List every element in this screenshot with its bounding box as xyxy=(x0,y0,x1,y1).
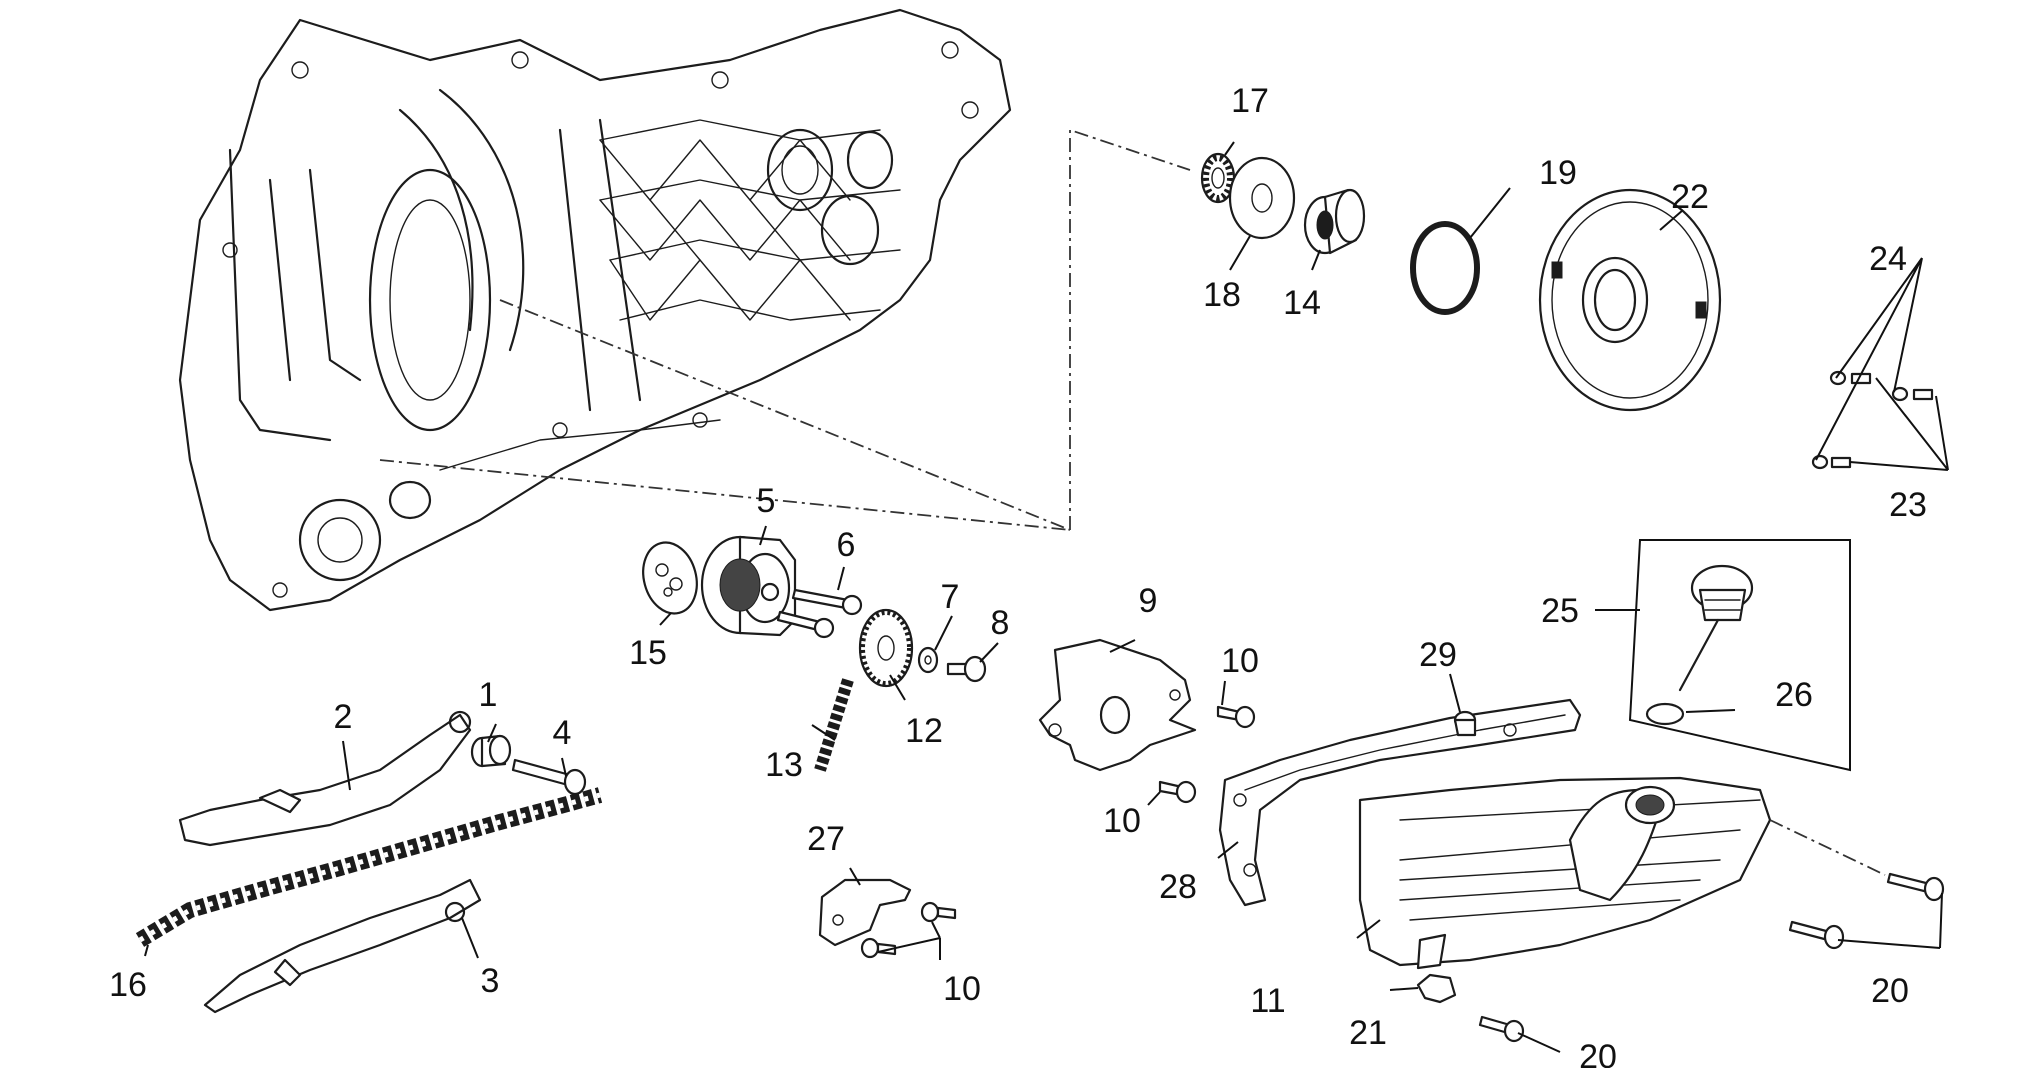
callout-1: 1 xyxy=(479,676,498,714)
bushing-1 xyxy=(470,734,512,768)
dowel-29 xyxy=(1453,710,1477,737)
callout-29: 29 xyxy=(1419,636,1457,674)
callout-12: 12 xyxy=(905,712,943,750)
callout-22: 22 xyxy=(1671,178,1709,216)
washer-7 xyxy=(917,646,939,674)
callout-9: 9 xyxy=(1139,582,1158,620)
bolts-20 xyxy=(1478,819,1945,1043)
oil-pump-5 xyxy=(700,535,797,637)
callout-8: 8 xyxy=(991,604,1010,642)
sprocket-12 xyxy=(858,608,914,688)
o-ring-19 xyxy=(1410,221,1480,315)
callout-15: 15 xyxy=(629,634,667,672)
oil-sump-11 xyxy=(1358,776,1772,970)
callout-10-cover-lower: 10 xyxy=(1103,802,1141,840)
bracket-21 xyxy=(1416,973,1457,1004)
callout-5: 5 xyxy=(757,482,776,520)
chain-13 xyxy=(814,678,854,772)
callout-3: 3 xyxy=(481,962,500,1000)
callout-26: 26 xyxy=(1775,676,1813,714)
callout-20-bottom: 20 xyxy=(1579,1038,1617,1068)
sprocket-17 xyxy=(1200,152,1236,204)
gasket-15 xyxy=(642,541,698,615)
callout-6: 6 xyxy=(837,526,856,564)
bolt-4 xyxy=(511,758,587,796)
cover-plate-22 xyxy=(1538,188,1722,412)
callout-4: 4 xyxy=(553,714,572,752)
chain-guide-2 xyxy=(178,710,472,847)
timing-chain-16 xyxy=(135,787,603,947)
dipstick-box-25 xyxy=(1628,539,1851,772)
callout-14: 14 xyxy=(1283,284,1321,322)
callout-2: 2 xyxy=(334,698,353,736)
cover-9 xyxy=(1038,638,1197,772)
callout-18: 18 xyxy=(1203,276,1241,314)
crankcase-half xyxy=(178,8,1012,612)
screws-6 xyxy=(776,588,863,639)
bolts-10-bracket xyxy=(860,901,957,959)
bracket-27 xyxy=(818,878,912,947)
chain-guide-3 xyxy=(203,878,482,1014)
callout-20-right: 20 xyxy=(1871,972,1909,1010)
callout-7: 7 xyxy=(941,578,960,616)
callout-10-bracket: 10 xyxy=(943,970,981,1008)
callout-10-cover-upper: 10 xyxy=(1221,642,1259,680)
callout-28: 28 xyxy=(1159,868,1197,906)
callout-27: 27 xyxy=(807,820,845,858)
gasket-28 xyxy=(1218,698,1582,907)
callout-19: 19 xyxy=(1539,154,1577,192)
leader-lines xyxy=(144,141,1949,1053)
washer-18 xyxy=(1228,156,1296,240)
callout-16: 16 xyxy=(109,966,147,1004)
bolt-8 xyxy=(946,655,987,683)
callout-11: 11 xyxy=(1250,982,1285,1020)
callout-25: 25 xyxy=(1541,592,1579,630)
callout-13: 13 xyxy=(765,746,803,784)
bolts-10-cover xyxy=(1158,705,1256,804)
screws-23-24 xyxy=(1811,370,1934,470)
callout-24: 24 xyxy=(1869,240,1907,278)
callout-labels: 1 2 3 4 5 6 7 8 9 10 10 10 11 12 13 14 1… xyxy=(109,82,1927,1073)
alignment-lines xyxy=(379,128,1191,531)
callout-17: 17 xyxy=(1231,82,1269,120)
bushing-14 xyxy=(1303,188,1366,255)
callout-21: 21 xyxy=(1349,1014,1387,1052)
callout-23: 23 xyxy=(1889,486,1927,524)
